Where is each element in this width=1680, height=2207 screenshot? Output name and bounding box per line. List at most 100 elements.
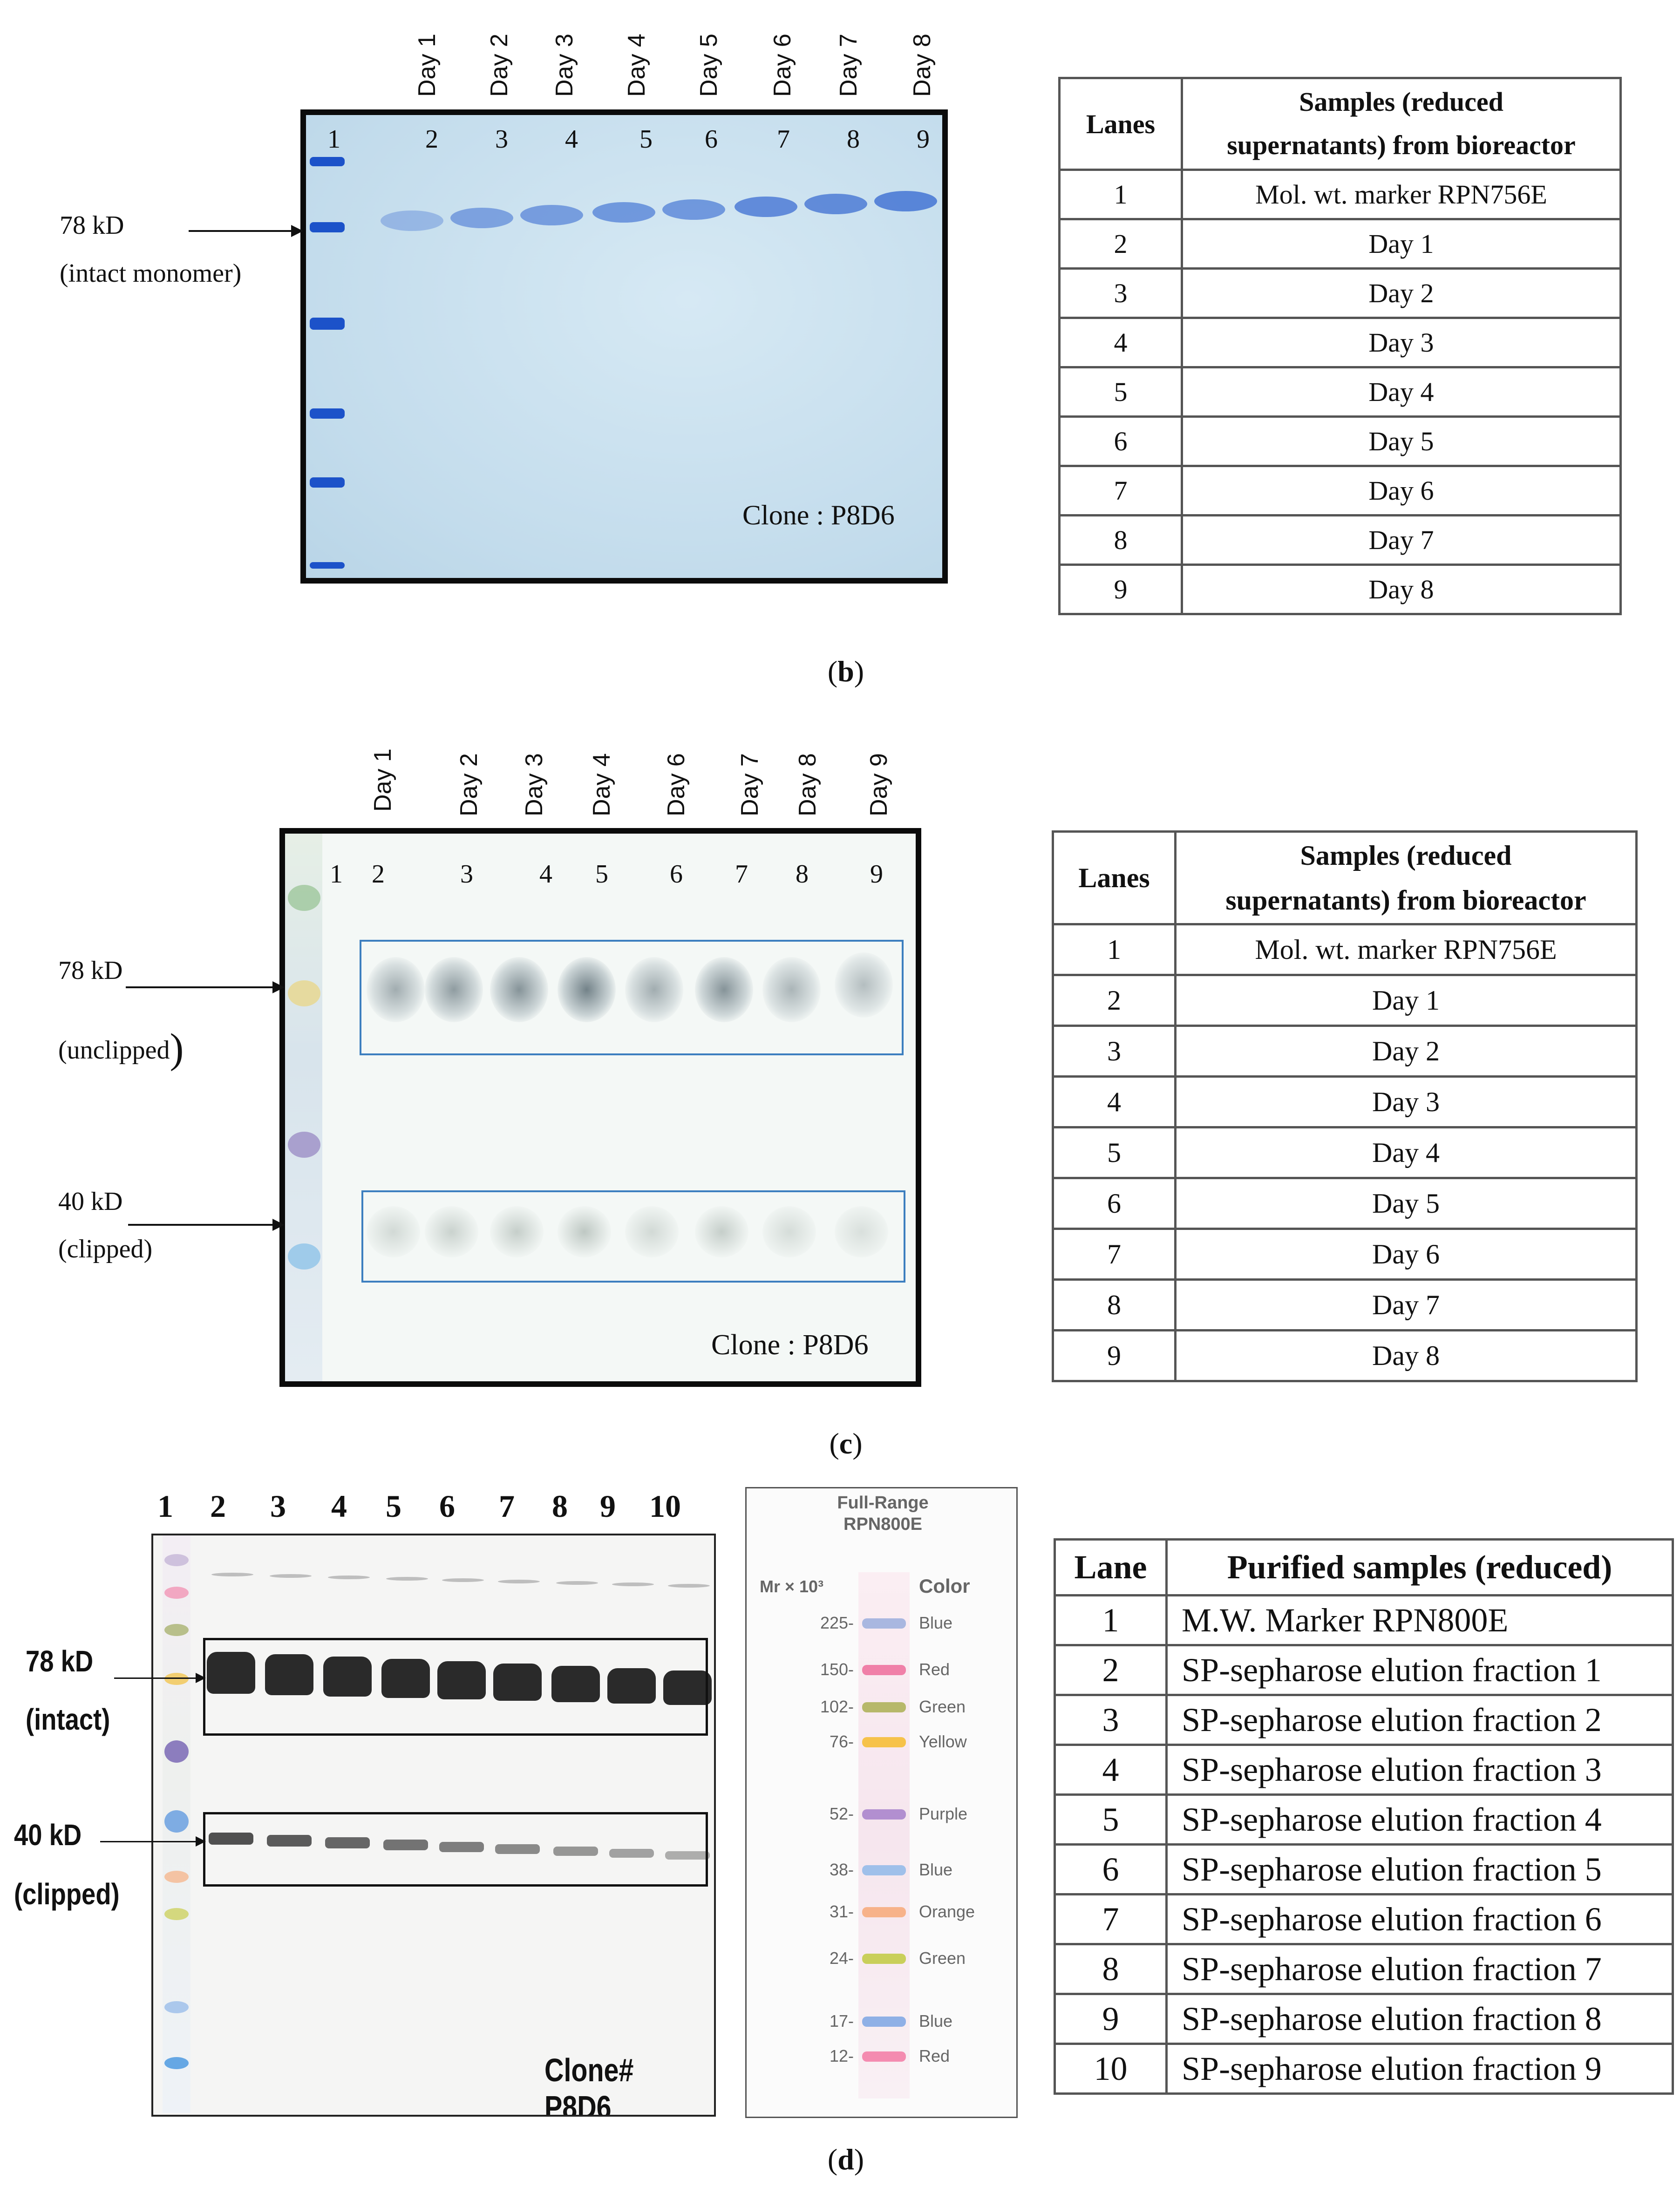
- panel-d-annotation-78kd: 78 kD: [26, 1644, 94, 1678]
- panel-d-lane-number: 2: [210, 1488, 226, 1524]
- panel-c-lane-number: 5: [595, 860, 608, 889]
- panel-b-lane-number: 6: [705, 125, 718, 154]
- table-cell-lane: 9: [1052, 1329, 1177, 1382]
- panel-b-ladder-band: [310, 408, 345, 419]
- panel-d-marker-band: [862, 1865, 906, 1875]
- panel-d-intact-band: [207, 1652, 255, 1694]
- table-cell-lane: 3: [1054, 1694, 1168, 1746]
- table-cell-lane: 1: [1054, 1594, 1168, 1647]
- table-cell-lane: 7: [1058, 465, 1183, 516]
- panel-c-sample-band-40kd: [558, 1206, 611, 1257]
- panel-d-intact-band: [551, 1666, 600, 1702]
- table-cell-lane: 9: [1054, 1993, 1168, 2045]
- panel-c-arrow-top: [126, 986, 275, 988]
- panel-d-marker-title-1: Full-Range: [837, 1493, 929, 1513]
- panel-b-sample-band: [662, 199, 725, 220]
- panel-d-clipped-band: [439, 1842, 484, 1852]
- panel-b-sample-band: [592, 202, 655, 223]
- panel-d-arrow-bottom: [100, 1841, 198, 1842]
- panel-d-marker-band: [862, 1907, 906, 1917]
- panel-b-day-label: Day 4: [623, 34, 650, 97]
- panel-d-marker-color: Green: [919, 1697, 966, 1716]
- panel-d-intact-band: [265, 1654, 313, 1695]
- table-cell-lane: 4: [1058, 317, 1183, 368]
- panel-d-marker-legend: Full-Range RPN800E Mr × 10³ Color 225-Bl…: [745, 1487, 1018, 2118]
- panel-c-lane-number: 7: [735, 860, 748, 889]
- table-cell-lane: 5: [1052, 1126, 1177, 1179]
- panel-c-arrow-bottom-head: [272, 1219, 285, 1231]
- panel-d-annotation-clipped: (clipped): [14, 1877, 120, 1911]
- panel-d-marker-mw: 150-: [820, 1660, 854, 1679]
- panel-b-arrow: [189, 230, 293, 232]
- panel-d-lane-number: 5: [386, 1488, 401, 1524]
- table-cell-lane: 6: [1058, 415, 1183, 467]
- panel-d-intact-band: [663, 1671, 712, 1705]
- panel-d-marker-band: [862, 1665, 906, 1675]
- panel-d-marker-color: Orange: [919, 1902, 975, 1921]
- panel-d-ladder-band: [164, 1587, 189, 1599]
- panel-d-faint-band: [556, 1581, 598, 1585]
- panel-d-intact-band: [437, 1661, 486, 1699]
- table-cell-sample: SP-sepharose elution fraction 7: [1165, 1943, 1674, 1996]
- panel-d-intact-band: [323, 1657, 372, 1697]
- table-cell-lane: 2: [1052, 974, 1177, 1027]
- table-cell-sample: SP-sepharose elution fraction 1: [1165, 1644, 1674, 1697]
- table-cell-lane: 1: [1052, 923, 1177, 976]
- panel-b-sample-band: [735, 197, 797, 217]
- panel-d-faint-band: [211, 1573, 253, 1576]
- panel-c-day-label: Day 2: [456, 753, 483, 816]
- table-header-samples-line2: supernatants) from bioreactor: [1227, 130, 1576, 160]
- table-cell-sample: SP-sepharose elution fraction 3: [1165, 1744, 1674, 1796]
- panel-d-lane-number: 10: [649, 1488, 681, 1524]
- panel-d-arrow-top: [114, 1677, 198, 1679]
- panel-c-sample-band-40kd: [625, 1206, 679, 1257]
- table-cell-lane: 5: [1054, 1793, 1168, 1846]
- table-cell-lane: 9: [1058, 564, 1183, 615]
- panel-d-marker-band: [862, 1737, 906, 1747]
- panel-d-faint-band: [328, 1575, 370, 1579]
- panel-c-sample-band-78kd: [425, 957, 483, 1022]
- panel-b-sample-band: [520, 205, 583, 225]
- panel-d-ladder-band: [164, 1554, 189, 1566]
- table-cell-lane: 7: [1052, 1228, 1177, 1281]
- table-cell-lane: 2: [1058, 218, 1183, 270]
- table-cell-sample: Mol. wt. marker RPN756E: [1181, 169, 1622, 220]
- panel-d-arrow-bottom-head: [196, 1836, 206, 1847]
- panel-d-marker-color-header: Color: [919, 1575, 970, 1597]
- panel-c-arrow-top-head: [272, 981, 285, 993]
- panel-d-clipped-band: [609, 1849, 654, 1858]
- panel-c-ladder-band: [288, 1243, 320, 1270]
- panel-c-ladder-lane: [285, 834, 322, 1381]
- panel-b-sample-band: [381, 211, 443, 231]
- panel-c-lane-number: 9: [870, 860, 883, 889]
- panel-b-ladder-band: [310, 318, 345, 330]
- panel-c-sample-band-78kd: [835, 952, 893, 1018]
- panel-b-lane-number: 5: [639, 125, 653, 154]
- panel-d-intact-band: [493, 1664, 542, 1701]
- table-cell-lane: 8: [1058, 514, 1183, 566]
- panel-d-marker-mw: 102-: [820, 1697, 854, 1716]
- panel-c-sample-band-40kd: [695, 1206, 748, 1257]
- table-cell-lane: 6: [1052, 1177, 1177, 1230]
- panel-d-marker-band: [862, 1809, 906, 1820]
- panel-d-marker-title-2: RPN800E: [843, 1514, 922, 1534]
- table-cell-lane: 2: [1054, 1644, 1168, 1697]
- panel-d-marker-color: Green: [919, 1949, 966, 1968]
- panel-c-day-label: Day 7: [736, 753, 763, 816]
- panel-c-clone-label: Clone : P8D6: [711, 1329, 869, 1361]
- panel-b-lane-number: 9: [917, 125, 930, 154]
- panel-d-clone-label: Clone# P8D6: [544, 2052, 634, 2117]
- panel-d-clipped-band: [553, 1847, 598, 1856]
